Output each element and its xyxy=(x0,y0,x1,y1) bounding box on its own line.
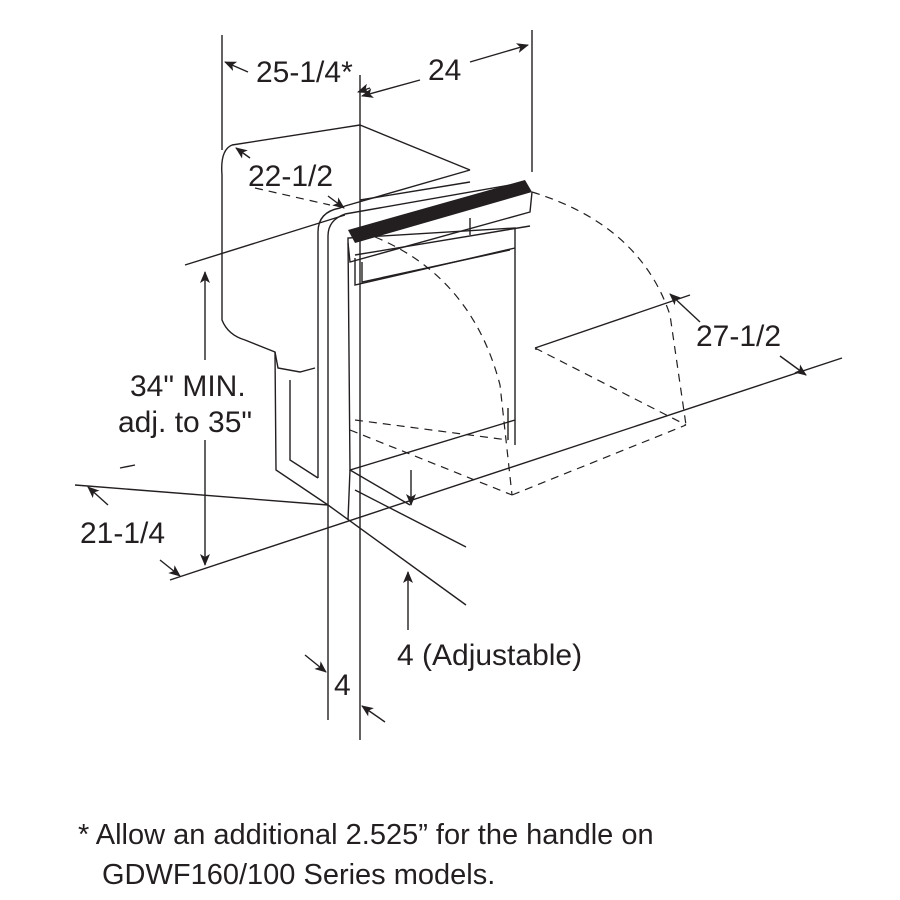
label-height-adjust: adj. to 35" xyxy=(118,406,252,439)
dimension-labels: 25-1/4* 24 22-1/2 34" MIN. adj. to 35" 2… xyxy=(80,54,781,702)
label-depth: 22-1/2 xyxy=(248,160,333,193)
label-toe-kick: 4 xyxy=(334,669,351,702)
label-door-open-depth: 27-1/2 xyxy=(696,320,781,353)
dishwasher-cabinet xyxy=(221,124,511,506)
label-overall-depth: 25-1/4* xyxy=(256,56,353,89)
footnote-line-2: GDWF160/100 Series models. xyxy=(102,859,496,891)
footnote-line-1: * Allow an additional 2.525” for the han… xyxy=(78,819,654,851)
label-floor-depth: 21-1/4 xyxy=(80,517,165,550)
dimension-arrows xyxy=(87,43,807,723)
label-leg-adjust: 4 (Adjustable) xyxy=(397,639,582,672)
control-panel-handle xyxy=(347,180,533,263)
floor-lines xyxy=(74,357,843,606)
door-panel xyxy=(347,227,516,521)
door-open-projection xyxy=(254,187,687,496)
extension-lines xyxy=(184,30,691,740)
label-width: 24 xyxy=(428,54,461,87)
footnote: * Allow an additional 2.525” for the han… xyxy=(78,815,878,895)
label-height: 34" MIN. xyxy=(130,370,246,403)
